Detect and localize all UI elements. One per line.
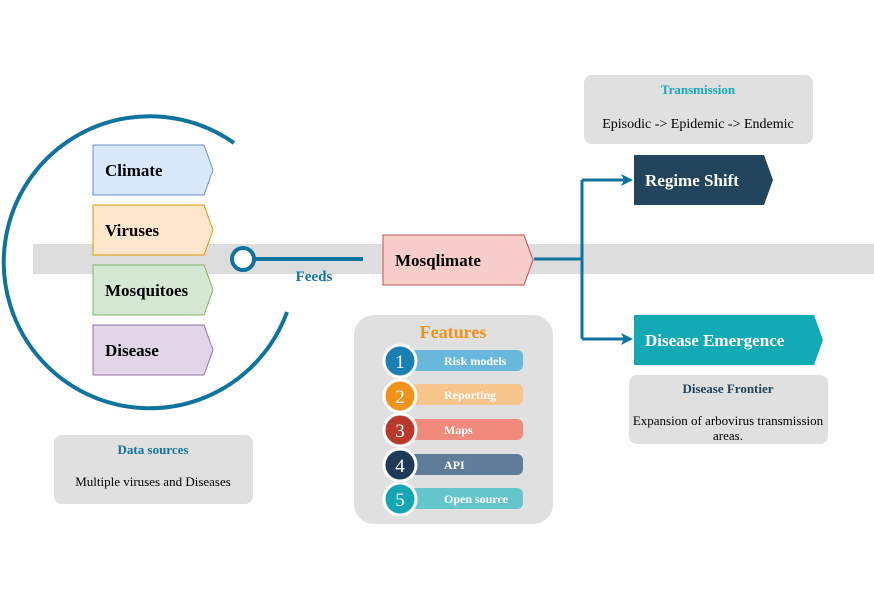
feature-label: API [444, 458, 465, 472]
disease-frontier-bg [629, 375, 828, 444]
feature-number-badge [382, 481, 418, 517]
feature-number: 2 [395, 387, 405, 408]
data-sources-title: Data sources [118, 442, 189, 457]
feature-item: 5 Open source [382, 481, 523, 517]
input-viruses-label: Viruses [105, 221, 160, 240]
transmission-text: Episodic -> Epidemic -> Endemic [602, 117, 794, 132]
disease-frontier-text-line1: Expansion of arbovirus transmission [633, 413, 824, 428]
arrow-to-regime-shift [621, 174, 633, 186]
disease-frontier-title: Disease Frontier [682, 381, 773, 396]
input-disease-label: Disease [105, 341, 159, 360]
feature-number: 1 [395, 352, 405, 373]
input-climate-shape [92, 144, 214, 196]
feature-number: 4 [395, 456, 405, 477]
feature-item: 1 Risk models [382, 343, 523, 379]
feeds-label: Feeds [296, 269, 333, 285]
mosqlimate-shape [382, 234, 534, 286]
feature-item: 2 Reporting [382, 378, 523, 414]
input-climate: Climate [92, 144, 214, 196]
disease-frontier-box: Disease Frontier Expansion of arbovirus … [629, 375, 828, 444]
regime-shift-shape [634, 155, 773, 205]
input-viruses: Viruses [92, 204, 214, 256]
input-mosquitoes-label: Mosquitoes [105, 281, 189, 300]
branch-connector [534, 178, 624, 341]
data-sources-bg [54, 435, 253, 504]
input-viruses-shape [92, 204, 214, 256]
feature-pill [410, 350, 523, 371]
disease-emergence-node: Disease Emergence [634, 315, 823, 365]
mosqlimate-label: Mosqlimate [395, 251, 481, 270]
feature-item: 3 Maps [382, 412, 523, 448]
input-disease-shape [92, 324, 214, 376]
regime-shift-label: Regime Shift [645, 171, 739, 190]
data-sources-arc [1, 114, 289, 411]
data-sources-text: Multiple viruses and Diseases [75, 474, 231, 489]
feature-pill [410, 488, 523, 509]
input-mosquitoes-shape [92, 264, 214, 316]
feature-number-badge [382, 412, 418, 448]
feature-number-badge [382, 343, 418, 379]
feature-number: 5 [395, 490, 405, 511]
feature-label: Maps [444, 423, 473, 437]
feature-label: Open source [444, 492, 509, 506]
transmission-bg [584, 75, 813, 144]
mosqlimate-node: Mosqlimate [382, 234, 534, 286]
disease-emergence-shape [634, 315, 823, 365]
features-panel: Features 1 Risk models 2 Reporting 3 Map… [354, 315, 553, 524]
disease-frontier-text-line2: areas. [713, 428, 743, 443]
transmission-box: Transmission Episodic -> Epidemic -> End… [584, 75, 813, 144]
feature-item: 4 API [382, 447, 523, 483]
data-sources-box: Data sources Multiple viruses and Diseas… [54, 435, 253, 504]
feeds-connector-node [230, 246, 256, 272]
feature-number-badge [382, 447, 418, 483]
feature-pill [410, 384, 523, 405]
transmission-title: Transmission [661, 82, 736, 97]
arrow-to-disease-emergence [621, 333, 633, 345]
input-mosquitoes: Mosquitoes [92, 264, 214, 316]
disease-emergence-label: Disease Emergence [645, 331, 785, 350]
input-disease: Disease [92, 324, 214, 376]
feature-label: Risk models [444, 354, 507, 368]
feature-number: 3 [395, 421, 405, 442]
feature-label: Reporting [444, 388, 496, 402]
feature-number-badge [382, 378, 418, 414]
input-climate-label: Climate [105, 161, 163, 180]
feature-pill [410, 454, 523, 475]
features-title: Features [420, 322, 487, 342]
feature-pill [410, 419, 523, 440]
regime-shift-node: Regime Shift [634, 155, 773, 205]
